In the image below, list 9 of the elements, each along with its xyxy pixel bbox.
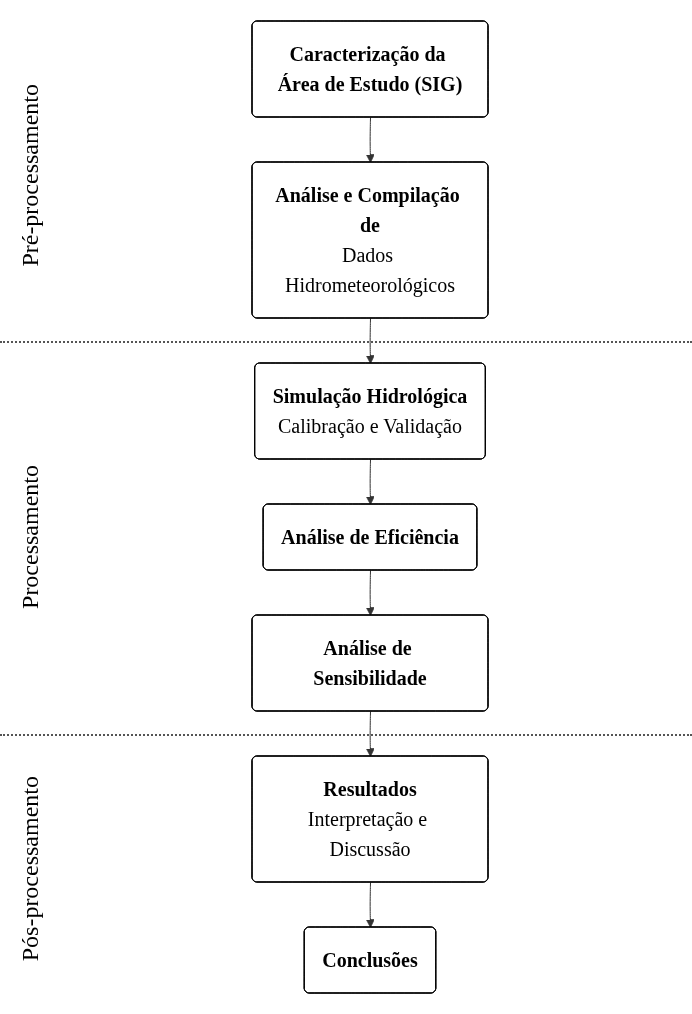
- arrow: [365, 117, 375, 163]
- arrow: [365, 459, 375, 505]
- arrow: [365, 711, 375, 757]
- phase-label: Pré-processamento: [16, 84, 44, 268]
- arrow: [365, 882, 375, 928]
- arrow: [365, 318, 375, 364]
- phase-label: Pós-processamento: [16, 775, 44, 961]
- arrow: [365, 570, 375, 616]
- phase-label: Processamento: [16, 465, 44, 609]
